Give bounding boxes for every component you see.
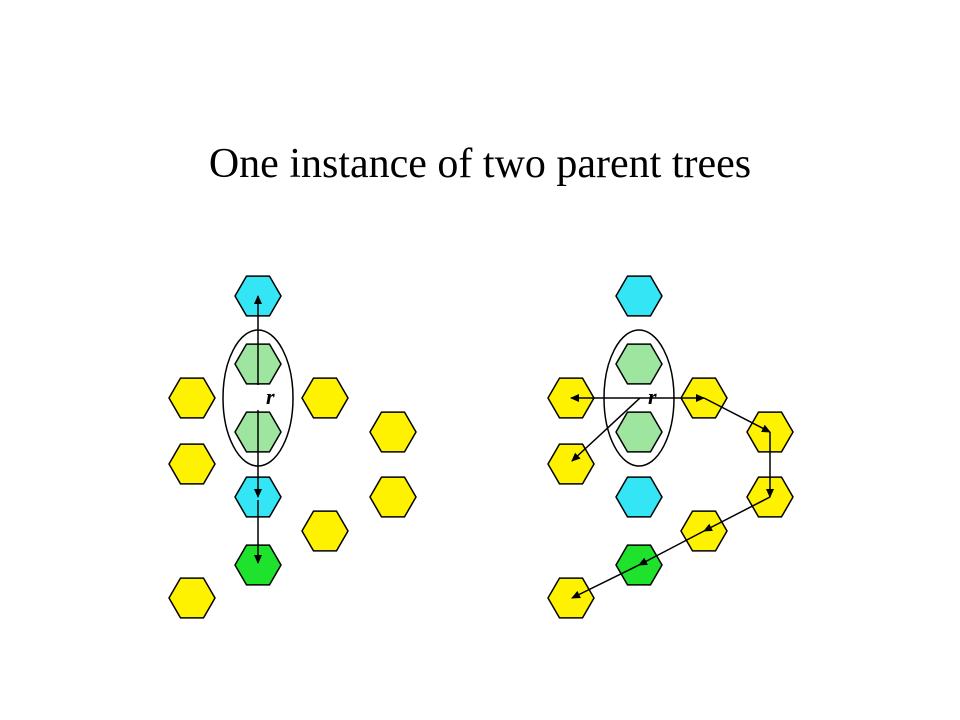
left-yellow-hex-5 bbox=[369, 476, 417, 518]
right-tree: r bbox=[547, 275, 794, 619]
right-yellow-hex-7 bbox=[547, 577, 595, 619]
right-arrow-to-middle-yellow bbox=[703, 496, 771, 532]
right-tree-root-label: r bbox=[648, 384, 657, 409]
right-arrow-to-far-right-upper bbox=[703, 397, 771, 433]
right-bottom-cyan-hex bbox=[615, 476, 663, 518]
right-arrow-to-lower-left-yellow bbox=[571, 397, 641, 462]
right-cluster-upper-hex bbox=[615, 343, 663, 385]
left-tree: r bbox=[168, 275, 417, 619]
right-cluster-lower-hex bbox=[615, 411, 663, 453]
left-tree-root-label: r bbox=[266, 384, 275, 409]
left-yellow-hex-6 bbox=[301, 510, 349, 552]
left-yellow-hex-2 bbox=[168, 443, 216, 485]
left-yellow-hex-7 bbox=[168, 577, 216, 619]
right-top-cyan-hex bbox=[615, 275, 663, 317]
right-arrow-to-green bbox=[638, 530, 705, 566]
left-yellow-hex-1 bbox=[168, 377, 216, 419]
right-yellow-hex-2 bbox=[547, 443, 595, 485]
left-yellow-hex-4 bbox=[369, 411, 417, 453]
left-yellow-hex-3 bbox=[301, 377, 349, 419]
right-arrow-to-bottom-left-yellow bbox=[571, 564, 640, 599]
slide-title: One instance of two parent trees bbox=[208, 141, 752, 187]
left-green-hex bbox=[234, 544, 282, 586]
